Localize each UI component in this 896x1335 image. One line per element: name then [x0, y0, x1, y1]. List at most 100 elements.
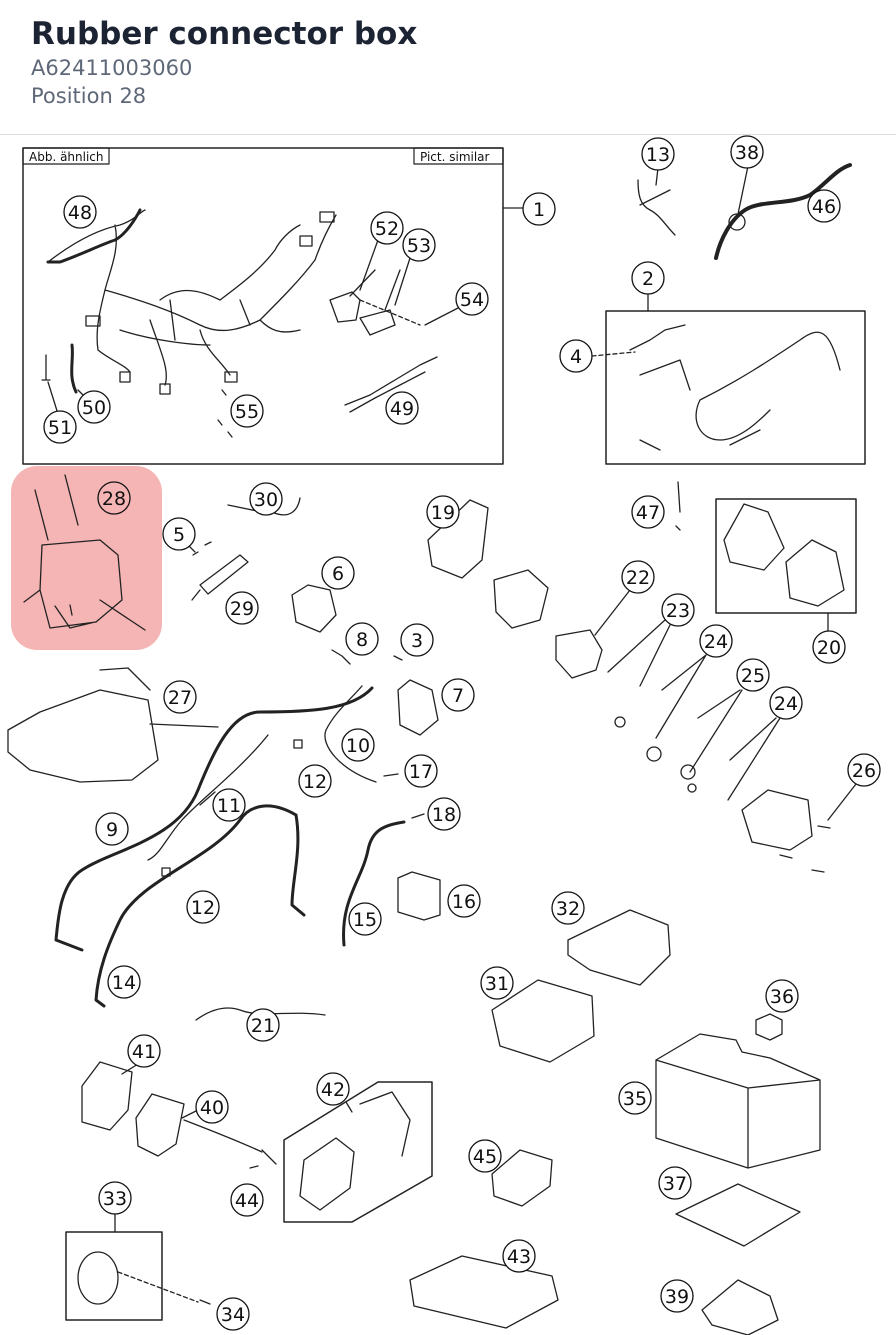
part-41-drawing — [81, 1061, 133, 1131]
part-19-drawing — [427, 499, 489, 579]
callout-position-32[interactable]: 32 — [551, 891, 585, 925]
callout-position-7[interactable]: 7 — [441, 678, 475, 712]
callout-position-6[interactable]: 6 — [321, 556, 355, 590]
part-52-53-drawing — [329, 269, 401, 336]
leader-22 — [594, 589, 631, 636]
callout-position-16[interactable]: 16 — [447, 884, 481, 918]
callout-circle — [400, 623, 434, 657]
callout-position-27[interactable]: 27 — [163, 680, 197, 714]
callout-number: 16 — [452, 891, 476, 913]
part-2-frame — [605, 310, 866, 465]
part-39-drawing — [701, 1279, 779, 1335]
part-25-spring-b — [680, 764, 696, 780]
callout-position-35[interactable]: 35 — [618, 1081, 652, 1115]
leader-52 — [359, 239, 379, 291]
callout-position-28[interactable]: 28 — [97, 481, 131, 515]
callout-position-4[interactable]: 4 — [559, 339, 593, 373]
callout-position-12[interactable]: 12 — [298, 764, 332, 798]
leader-23b — [639, 624, 671, 687]
callout-position-29[interactable]: 29 — [225, 591, 259, 625]
callout-circle — [249, 482, 283, 516]
callout-position-24[interactable]: 24 — [769, 686, 803, 720]
callout-position-5[interactable]: 5 — [162, 517, 196, 551]
callout-circle — [230, 394, 264, 428]
part-32-drawing — [567, 909, 671, 986]
callout-number: 31 — [485, 973, 509, 995]
callout-position-24[interactable]: 24 — [699, 624, 733, 658]
callout-position-20[interactable]: 20 — [812, 630, 846, 664]
callout-position-11[interactable]: 11 — [212, 788, 246, 822]
tag-right-box — [413, 147, 504, 165]
callout-circle — [186, 890, 220, 924]
callout-position-52[interactable]: 52 — [370, 211, 404, 245]
callout-position-55[interactable]: 55 — [230, 394, 264, 428]
part-13-drawing — [637, 179, 676, 236]
callout-position-25[interactable]: 25 — [736, 658, 770, 692]
callout-position-26[interactable]: 26 — [847, 753, 881, 787]
callout-position-51[interactable]: 51 — [43, 410, 77, 444]
callout-position-1[interactable]: 1 — [522, 192, 556, 226]
callout-circle — [447, 884, 481, 918]
callout-position-3[interactable]: 3 — [400, 623, 434, 657]
part-49-drawing — [344, 356, 438, 413]
callout-position-40[interactable]: 40 — [195, 1090, 229, 1124]
callout-position-14[interactable]: 14 — [107, 965, 141, 999]
part-33-frame — [65, 1231, 163, 1321]
callout-position-33[interactable]: 33 — [98, 1181, 132, 1215]
callout-circle — [162, 517, 196, 551]
callout-position-36[interactable]: 36 — [765, 979, 799, 1013]
callout-number: 7 — [452, 685, 464, 707]
callout-position-23[interactable]: 23 — [661, 593, 695, 627]
callout-position-21[interactable]: 21 — [246, 1008, 280, 1042]
callout-circle — [298, 764, 332, 798]
callout-number: 13 — [646, 144, 670, 166]
callout-position-13[interactable]: 13 — [641, 137, 675, 171]
callout-position-10[interactable]: 10 — [341, 728, 375, 762]
callout-position-53[interactable]: 53 — [402, 228, 436, 262]
callout-position-49[interactable]: 49 — [385, 391, 419, 425]
callout-position-17[interactable]: 17 — [404, 754, 438, 788]
part-54-leader-dash — [359, 299, 421, 326]
callout-position-54[interactable]: 54 — [455, 282, 489, 316]
harness-branch-48 — [46, 208, 142, 264]
callout-number: 3 — [411, 630, 423, 652]
callout-position-8[interactable]: 8 — [345, 622, 379, 656]
callout-position-38[interactable]: 38 — [730, 135, 764, 169]
callout-position-50[interactable]: 50 — [77, 390, 111, 424]
callout-position-44[interactable]: 44 — [230, 1183, 264, 1217]
callout-position-42[interactable]: 42 — [316, 1072, 350, 1106]
leader-26 — [827, 783, 857, 821]
callout-position-22[interactable]: 22 — [621, 560, 655, 594]
callout-position-19[interactable]: 19 — [426, 495, 460, 529]
callout-number: 51 — [48, 417, 72, 439]
part-17-18-drawing — [383, 773, 425, 819]
callout-position-41[interactable]: 41 — [127, 1034, 161, 1068]
callout-position-30[interactable]: 30 — [249, 482, 283, 516]
callout-position-47[interactable]: 47 — [631, 495, 665, 529]
part-31-drawing — [491, 979, 595, 1063]
callout-position-46[interactable]: 46 — [807, 189, 841, 223]
callout-position-12[interactable]: 12 — [186, 890, 220, 924]
part-15-drawing — [342, 820, 406, 947]
callout-position-18[interactable]: 18 — [427, 797, 461, 831]
callout-number: 20 — [817, 637, 841, 659]
callout-number: 29 — [230, 598, 254, 620]
callout-position-15[interactable]: 15 — [348, 902, 382, 936]
callout-position-9[interactable]: 9 — [95, 812, 129, 846]
callout-position-43[interactable]: 43 — [502, 1239, 536, 1273]
callout-number: 49 — [390, 398, 414, 420]
callout-position-48[interactable]: 48 — [63, 195, 97, 229]
callout-circle — [551, 891, 585, 925]
callout-position-37[interactable]: 37 — [658, 1166, 692, 1200]
callout-number: 4 — [570, 346, 582, 368]
callout-circle — [522, 192, 556, 226]
part-14-drawing — [94, 804, 298, 1008]
callout-position-34[interactable]: 34 — [216, 1297, 250, 1331]
highlight-position-28[interactable] — [11, 466, 162, 650]
callout-position-45[interactable]: 45 — [468, 1139, 502, 1173]
part-2-harness — [629, 324, 841, 451]
callout-position-2[interactable]: 2 — [631, 261, 665, 295]
callout-position-31[interactable]: 31 — [480, 966, 514, 1000]
callout-position-39[interactable]: 39 — [660, 1279, 694, 1313]
part-4-leader-dash — [591, 351, 636, 357]
